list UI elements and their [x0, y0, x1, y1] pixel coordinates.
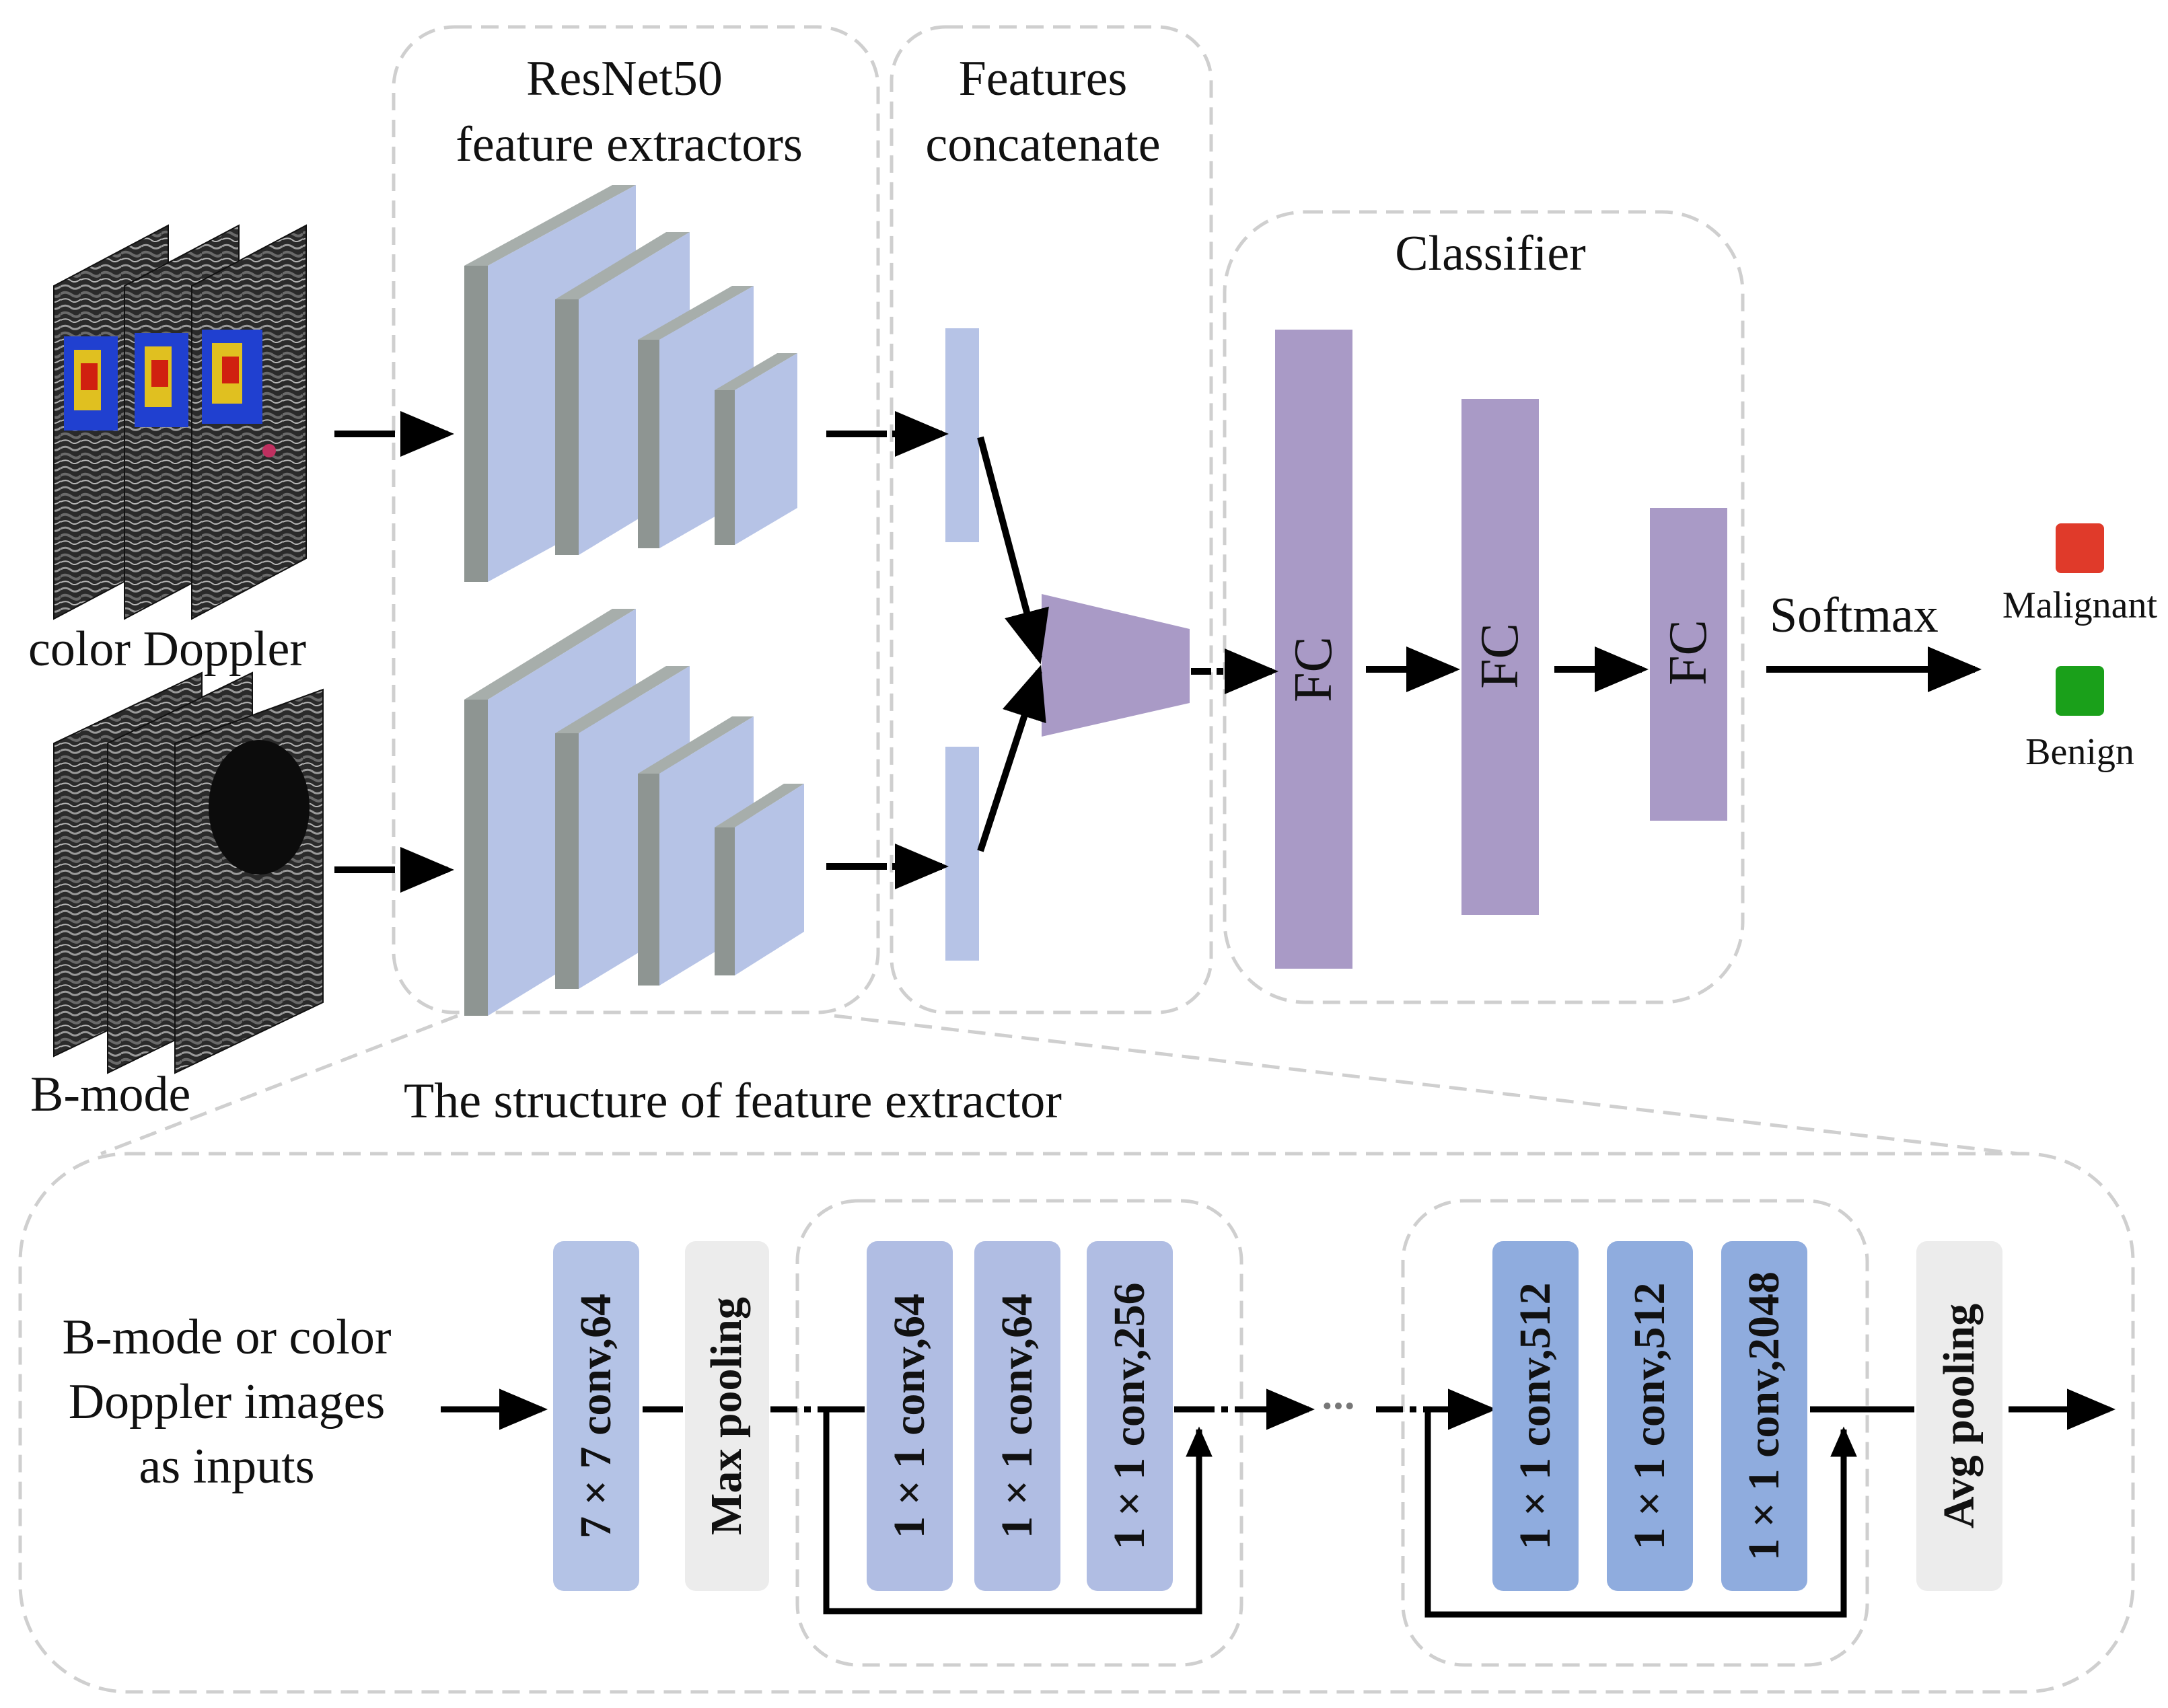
feature-vector-top	[945, 328, 979, 542]
resnet-stack-bottom	[464, 609, 804, 1016]
resnet-title-line2: feature extractors	[456, 117, 803, 172]
bmode-lesion	[209, 740, 310, 875]
classifier-panel	[1223, 210, 1745, 1004]
block-conv64b-label: 1 × 1 conv,64	[992, 1294, 1042, 1538]
classifier-title: Classifier	[1395, 226, 1586, 281]
block-conv2048-label: 1 × 1 conv,2048	[1739, 1271, 1788, 1561]
concat-panel	[890, 25, 1213, 1014]
extractor-input-line1: B-mode or color	[62, 1310, 392, 1365]
zoom-line-left	[100, 1014, 458, 1156]
extractor-structure-title: The structure of feature extractor	[404, 1074, 1062, 1129]
resnet-title-line1: ResNet50	[526, 51, 723, 106]
feature-vector-bottom	[945, 747, 979, 961]
block-maxpool-label: Max pooling	[702, 1297, 751, 1535]
block-avgpool-label: Avg pooling	[1935, 1303, 1984, 1529]
conv512a-block-bg	[1492, 1241, 1579, 1591]
maxpool-block-bg	[685, 1241, 769, 1591]
doppler-flow-2	[135, 333, 188, 427]
pipeline-ellipsis: •••	[1322, 1391, 1357, 1422]
conv64a-block-bg	[867, 1241, 953, 1591]
resnet-stack-top	[464, 185, 797, 582]
bottom-pipeline-line	[441, 1388, 2116, 1618]
softmax-label: Softmax	[1770, 588, 1939, 643]
benign-swatch	[2056, 666, 2104, 716]
block-conv256-label: 1 × 1 conv,256	[1105, 1282, 1154, 1550]
malignant-swatch	[2056, 523, 2104, 573]
fc-label-3: FC	[1659, 620, 1718, 685]
conv512b-block-bg	[1607, 1241, 1693, 1591]
top-arrows	[334, 411, 1982, 893]
conv256-block-bg	[1087, 1241, 1173, 1591]
conv64b-block-bg	[974, 1241, 1060, 1591]
bottom-blocks	[553, 1241, 2002, 1591]
doppler-flow-1	[64, 336, 118, 431]
block-conv512a-label: 1 × 1 conv,512	[1511, 1282, 1560, 1550]
concat-title-line1: Features	[958, 51, 1128, 106]
input-bmode-label: B-mode	[30, 1067, 191, 1122]
input-doppler-label: color Doppler	[28, 622, 307, 677]
concat-title-line2: concatenate	[925, 117, 1161, 172]
residual-group-2	[1401, 1199, 1869, 1667]
avgpool-block-bg	[1916, 1241, 2002, 1591]
fc-block-2	[1461, 399, 1539, 915]
bmode-image-stack	[53, 671, 324, 1074]
extractor-input-line3: as inputs	[139, 1439, 315, 1495]
fc-label-1: FC	[1284, 636, 1343, 702]
extractor-input-line2: Doppler images	[68, 1374, 386, 1430]
extractor-input-label: B-mode or color Doppler images as inputs	[62, 1305, 391, 1499]
output-malignant-label: Malignant	[2002, 585, 2158, 626]
zoom-line-right	[834, 1014, 2019, 1156]
residual-group-1	[795, 1199, 1243, 1667]
fc-block-1	[1275, 330, 1352, 969]
block-conv512b-label: 1 × 1 conv,512	[1625, 1282, 1674, 1550]
resnet-panel	[392, 25, 880, 1014]
extractor-structure-panel	[18, 1152, 2135, 1694]
fc-label-2: FC	[1470, 623, 1529, 689]
block-conv64a-label: 1 × 1 conv,64	[885, 1294, 934, 1538]
concat-fusion-block	[1042, 594, 1190, 737]
conv2048-block-bg	[1721, 1241, 1807, 1591]
doppler-image-stack	[53, 224, 307, 620]
block-conv7-label: 7 × 7 conv,64	[571, 1294, 620, 1538]
fc-block-3	[1650, 508, 1727, 821]
conv7-block-bg	[553, 1241, 639, 1591]
dashed-panels	[18, 25, 2135, 1694]
output-benign-label: Benign	[2025, 731, 2134, 773]
doppler-flow-3	[202, 330, 276, 457]
